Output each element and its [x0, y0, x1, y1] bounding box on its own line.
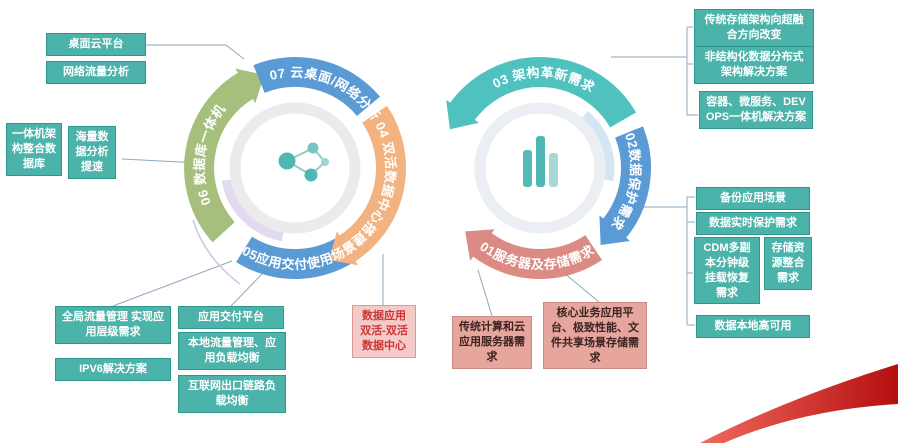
callout-internet-link-lb: 互联网出口链路负载均衡	[178, 375, 286, 413]
callout-desktop-cloud-platform: 桌面云平台	[46, 33, 146, 56]
network-nodes-icon	[278, 142, 329, 182]
segment-02-data-protection	[599, 126, 651, 246]
callout-storage-to-hci: 传统存储架构向超融合方向改变	[694, 9, 814, 47]
left-donut	[221, 102, 361, 242]
callout-app-delivery-platform: 应用交付平台	[178, 306, 284, 329]
segment-04-active-active-dc	[328, 105, 407, 266]
callout-container-devops: 容器、微服务、DEVOPS一体机解决方案	[699, 91, 813, 129]
callout-network-traffic-analysis: 网络流量分析	[46, 61, 146, 84]
decorative-curve	[192, 219, 241, 285]
callout-traditional-cloud-server: 传统计算和云应用服务器需求	[452, 316, 532, 369]
callout-global-traffic: 全局流量管理 实现应用层级需求	[55, 306, 171, 344]
left-ring	[184, 57, 407, 280]
red-swoosh-decoration	[700, 364, 898, 443]
connector-lines	[112, 26, 698, 326]
callout-unstructured-distributed: 非结构化数据分布式架构解决方案	[694, 46, 814, 84]
callout-local-ha: 数据本地高可用	[696, 315, 810, 338]
segment-03-architecture-innovation	[446, 57, 637, 130]
callout-backup-scenario: 备份应用场景	[696, 187, 810, 210]
callout-allinone-db: 一体机架构整合数据库	[6, 123, 62, 176]
segment-01-server-storage	[465, 229, 603, 280]
callout-ipv6: IPV6解决方案	[55, 358, 171, 381]
callout-storage-consolidation: 存储资源整合需求	[764, 237, 812, 290]
callout-realtime-protection: 数据实时保护需求	[696, 212, 810, 235]
callout-cdm-recovery: CDM多副本分钟级挂载恢复需求	[694, 237, 760, 305]
right-ring	[446, 57, 651, 280]
callout-massive-data-speedup: 海量数据分析提速	[68, 126, 116, 179]
bar-chart-icon	[523, 136, 558, 187]
callout-local-traffic-lb: 本地流量管理、应用负载均衡	[178, 332, 286, 370]
callout-dual-active-dc: 数据应用双活-双活数据中心	[352, 305, 416, 358]
segment-07-cloud-desktop	[253, 57, 380, 117]
segment-06-database-appliance	[184, 68, 265, 243]
callout-core-business-storage: 核心业务应用平台、极致性能、文件共享场景存储需求	[543, 302, 647, 370]
